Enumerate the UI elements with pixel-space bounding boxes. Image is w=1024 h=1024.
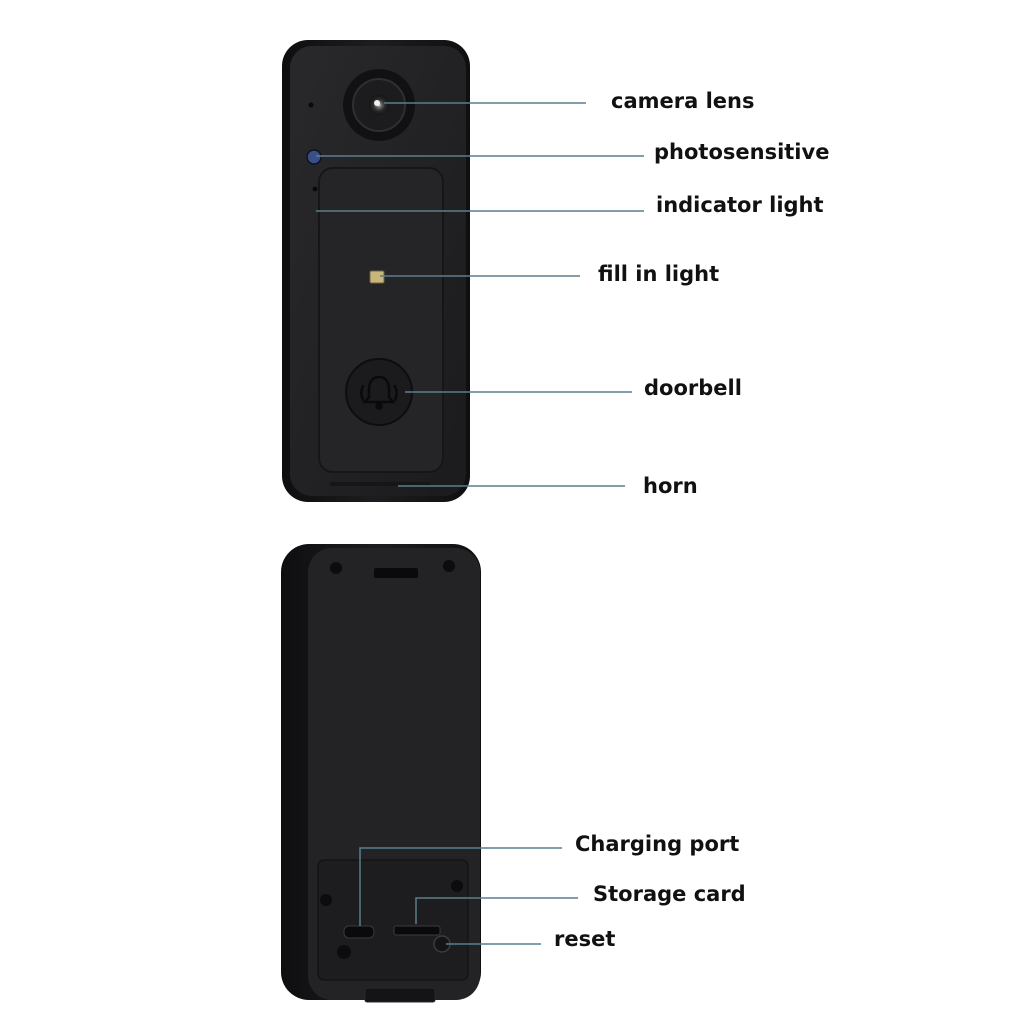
mic-hole: [308, 102, 314, 108]
leader-lines: [316, 102, 644, 945]
leader-storage-card: [415, 897, 578, 924]
label-reset: reset: [554, 927, 616, 951]
label-doorbell: doorbell: [644, 376, 742, 400]
fill-light-led: [369, 270, 385, 284]
back-compartment: [317, 859, 469, 981]
label-photosensitive: photosensitive: [654, 140, 830, 164]
screw-hole: [330, 562, 342, 574]
doorbell-button: [345, 358, 413, 426]
screw-hole: [320, 894, 332, 906]
storage-card-slot: [393, 925, 441, 936]
leader-charging-port: [359, 847, 562, 926]
camera-lens: [343, 69, 415, 141]
horn-slit: [330, 482, 430, 486]
label-indicator-light: indicator light: [656, 193, 824, 217]
label-storage-card: Storage card: [593, 882, 746, 906]
doorbell-front: [282, 40, 470, 502]
indicator-light-dot: [312, 186, 318, 192]
bottom-tab: [364, 987, 436, 1003]
label-horn: horn: [643, 474, 698, 498]
screw-hole: [337, 945, 351, 959]
doorbell-back: [281, 544, 481, 1003]
label-fill-in-light: fill in light: [598, 262, 720, 286]
front-panel: [318, 167, 444, 473]
label-camera-lens: camera lens: [611, 89, 755, 113]
photosensitive-sensor: [306, 149, 322, 165]
screw-hole: [443, 560, 455, 572]
bell-icon: [360, 375, 398, 410]
label-charging-port: Charging port: [575, 832, 740, 856]
top-slot: [374, 568, 418, 578]
screw-hole: [451, 880, 463, 892]
charging-port: [343, 925, 375, 939]
